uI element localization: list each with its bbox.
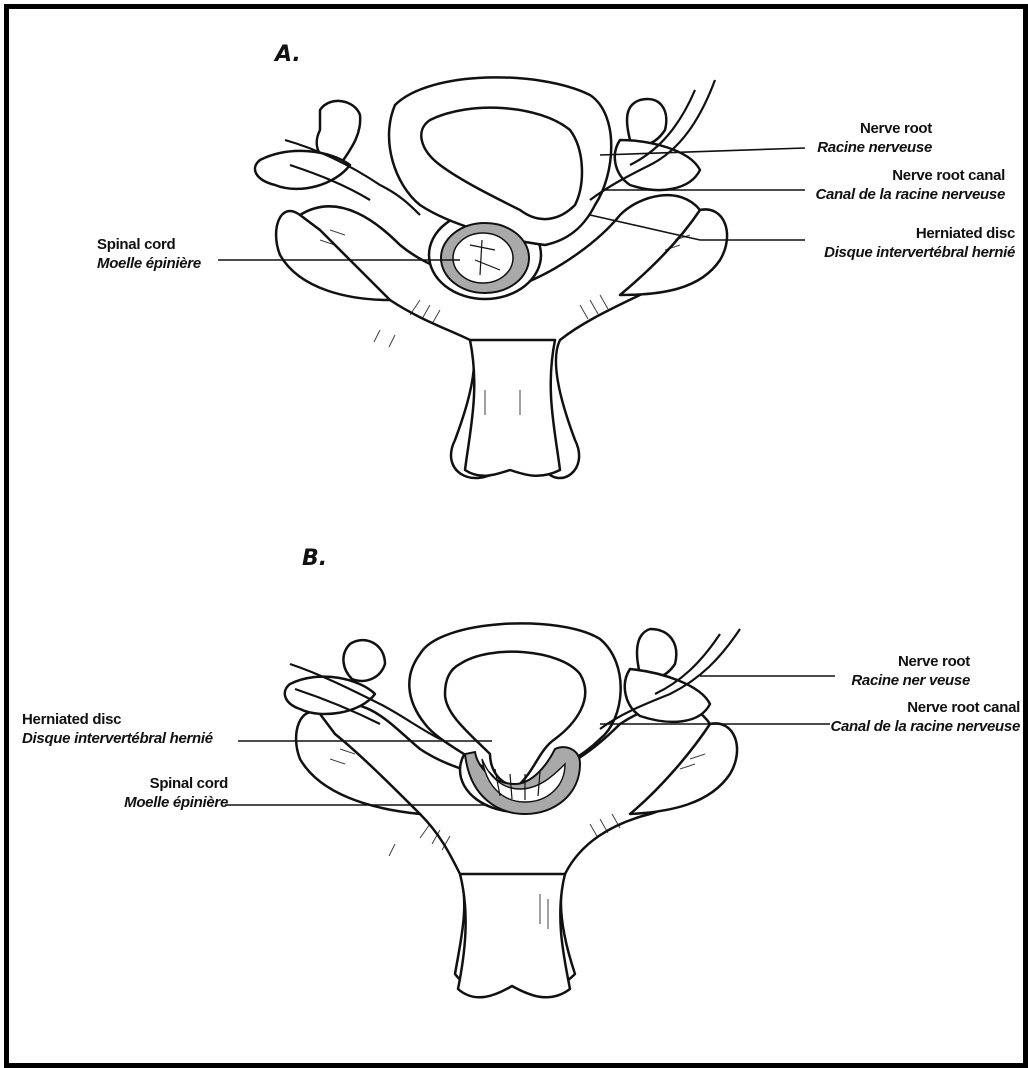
label-a-nerve-root-canal-en: Nerve root canal — [800, 166, 1005, 185]
label-a-herniated-disc-fr: Disque intervertébral hernié — [800, 243, 1015, 262]
label-b-spinal-cord-fr: Moelle épinière — [98, 793, 228, 812]
label-b-herniated-disc: Herniated disc Disque intervertébral her… — [22, 710, 213, 748]
label-a-spinal-cord-fr: Moelle épinière — [97, 254, 201, 273]
label-b-nerve-root: Nerve root Racine ner veuse — [840, 652, 970, 690]
panel-a: A. Nerve root Racine nerveuse Nerve root… — [0, 0, 1028, 534]
label-a-nerve-root-canal-fr: Canal de la racine nerveuse — [800, 185, 1005, 204]
label-a-nerve-root: Nerve root Racine nerveuse — [812, 119, 932, 157]
label-a-nerve-root-canal: Nerve root canal Canal de la racine nerv… — [800, 166, 1005, 204]
panel-b-letter: B. — [302, 546, 327, 571]
label-b-spinal-cord-en: Spinal cord — [98, 774, 228, 793]
label-a-herniated-disc: Herniated disc Disque intervertébral her… — [800, 224, 1015, 262]
label-b-nerve-root-canal: Nerve root canal Canal de la racine nerv… — [810, 698, 1020, 736]
label-b-nerve-root-canal-fr: Canal de la racine nerveuse — [810, 717, 1020, 736]
label-b-herniated-disc-en: Herniated disc — [22, 710, 213, 729]
label-a-spinal-cord: Spinal cord Moelle épinière — [97, 235, 201, 273]
label-b-herniated-disc-fr: Disque intervertébral hernié — [22, 729, 213, 748]
label-a-spinal-cord-en: Spinal cord — [97, 235, 201, 254]
panel-b: B. Nerve root Racine ner veuse Nerve roo… — [0, 534, 1028, 1068]
label-b-nerve-root-en: Nerve root — [840, 652, 970, 671]
label-b-spinal-cord: Spinal cord Moelle épinière — [98, 774, 228, 812]
label-b-nerve-root-fr: Racine ner veuse — [840, 671, 970, 690]
label-a-herniated-disc-en: Herniated disc — [800, 224, 1015, 243]
panel-a-letter: A. — [275, 42, 301, 67]
label-a-nerve-root-en: Nerve root — [812, 119, 932, 138]
label-a-nerve-root-fr: Racine nerveuse — [812, 138, 932, 157]
label-b-nerve-root-canal-en: Nerve root canal — [810, 698, 1020, 717]
